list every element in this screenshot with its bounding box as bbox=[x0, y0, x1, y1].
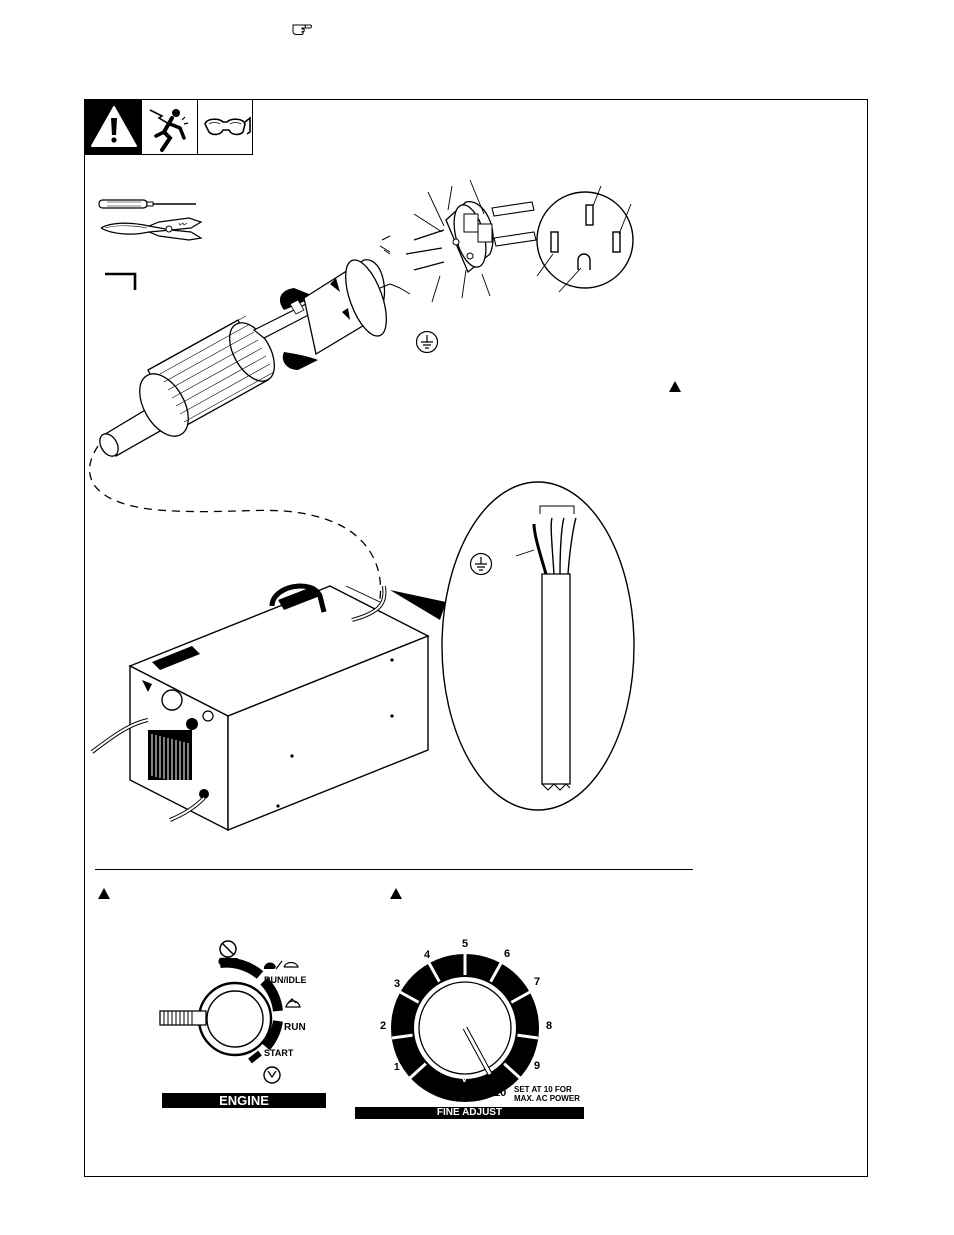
pliers-icon bbox=[100, 217, 203, 241]
shock-box bbox=[141, 99, 198, 155]
engine-start-icon bbox=[263, 1066, 281, 1084]
run-icon bbox=[285, 998, 301, 1008]
engine-off-icon bbox=[219, 940, 237, 958]
dial-number-6: 6 bbox=[504, 948, 511, 960]
ground-symbol-icon bbox=[469, 552, 493, 576]
dial-number-3: 3 bbox=[394, 978, 401, 990]
cord-detail-callout bbox=[441, 481, 635, 811]
dial-number-2: 2 bbox=[380, 1020, 387, 1032]
fine-adjust-dial: 1 2 3 4 5 6 7 8 9 10 V A SET AT 10 FOR M… bbox=[370, 938, 590, 1108]
dial-number-5: 5 bbox=[462, 938, 469, 950]
allen-wrench-icon bbox=[105, 272, 137, 290]
warning-marker-icon bbox=[669, 381, 681, 392]
glasses-box bbox=[197, 99, 253, 155]
engine-position-run: RUN bbox=[284, 1022, 306, 1033]
electric-shock-icon bbox=[149, 109, 189, 152]
dial-number-1: 1 bbox=[394, 1062, 400, 1073]
tools-illustration bbox=[98, 199, 203, 290]
zoom-callout-pointer bbox=[390, 590, 446, 620]
section-divider bbox=[95, 869, 693, 870]
dial-number-8: 8 bbox=[546, 1020, 553, 1032]
dial-number-9: 9 bbox=[534, 1060, 541, 1072]
engine-position-off: OFF bbox=[218, 957, 238, 968]
figure-frame bbox=[84, 99, 868, 1177]
warning-marker-icon bbox=[390, 888, 402, 899]
dial-number-4: 4 bbox=[424, 949, 431, 961]
dial-v-label: V bbox=[461, 1074, 468, 1085]
pointing-hand-icon bbox=[292, 21, 312, 35]
cable-route-line bbox=[89, 445, 382, 611]
dial-number-10: 10 bbox=[494, 1087, 507, 1099]
dial-number-7: 7 bbox=[534, 976, 541, 988]
safety-glasses-icon bbox=[204, 116, 251, 136]
plug-assembly-illustration bbox=[99, 179, 537, 457]
engine-switch-panel: OFF RUN/IDLE RUN START bbox=[150, 935, 335, 1115]
warning-triangle-icon bbox=[91, 106, 137, 147]
engine-position-start: START bbox=[264, 1048, 294, 1058]
screwdriver-icon bbox=[98, 199, 196, 209]
ground-symbol-icon bbox=[415, 330, 439, 354]
dial-a-label: A bbox=[461, 1086, 469, 1097]
fine-adjust-title-bar: FINE ADJUST bbox=[355, 1107, 584, 1119]
run-idle-icon bbox=[264, 960, 299, 970]
welder-generator-illustration bbox=[90, 583, 430, 832]
warning-box bbox=[84, 99, 142, 155]
warning-marker-icon bbox=[98, 888, 110, 899]
engine-position-run-idle: RUN/IDLE bbox=[264, 975, 307, 985]
dial-note: SET AT 10 FOR MAX. AC POWER bbox=[514, 1085, 580, 1103]
engine-title-bar: ENGINE bbox=[162, 1093, 326, 1108]
receptacle-face-illustration bbox=[536, 185, 634, 293]
